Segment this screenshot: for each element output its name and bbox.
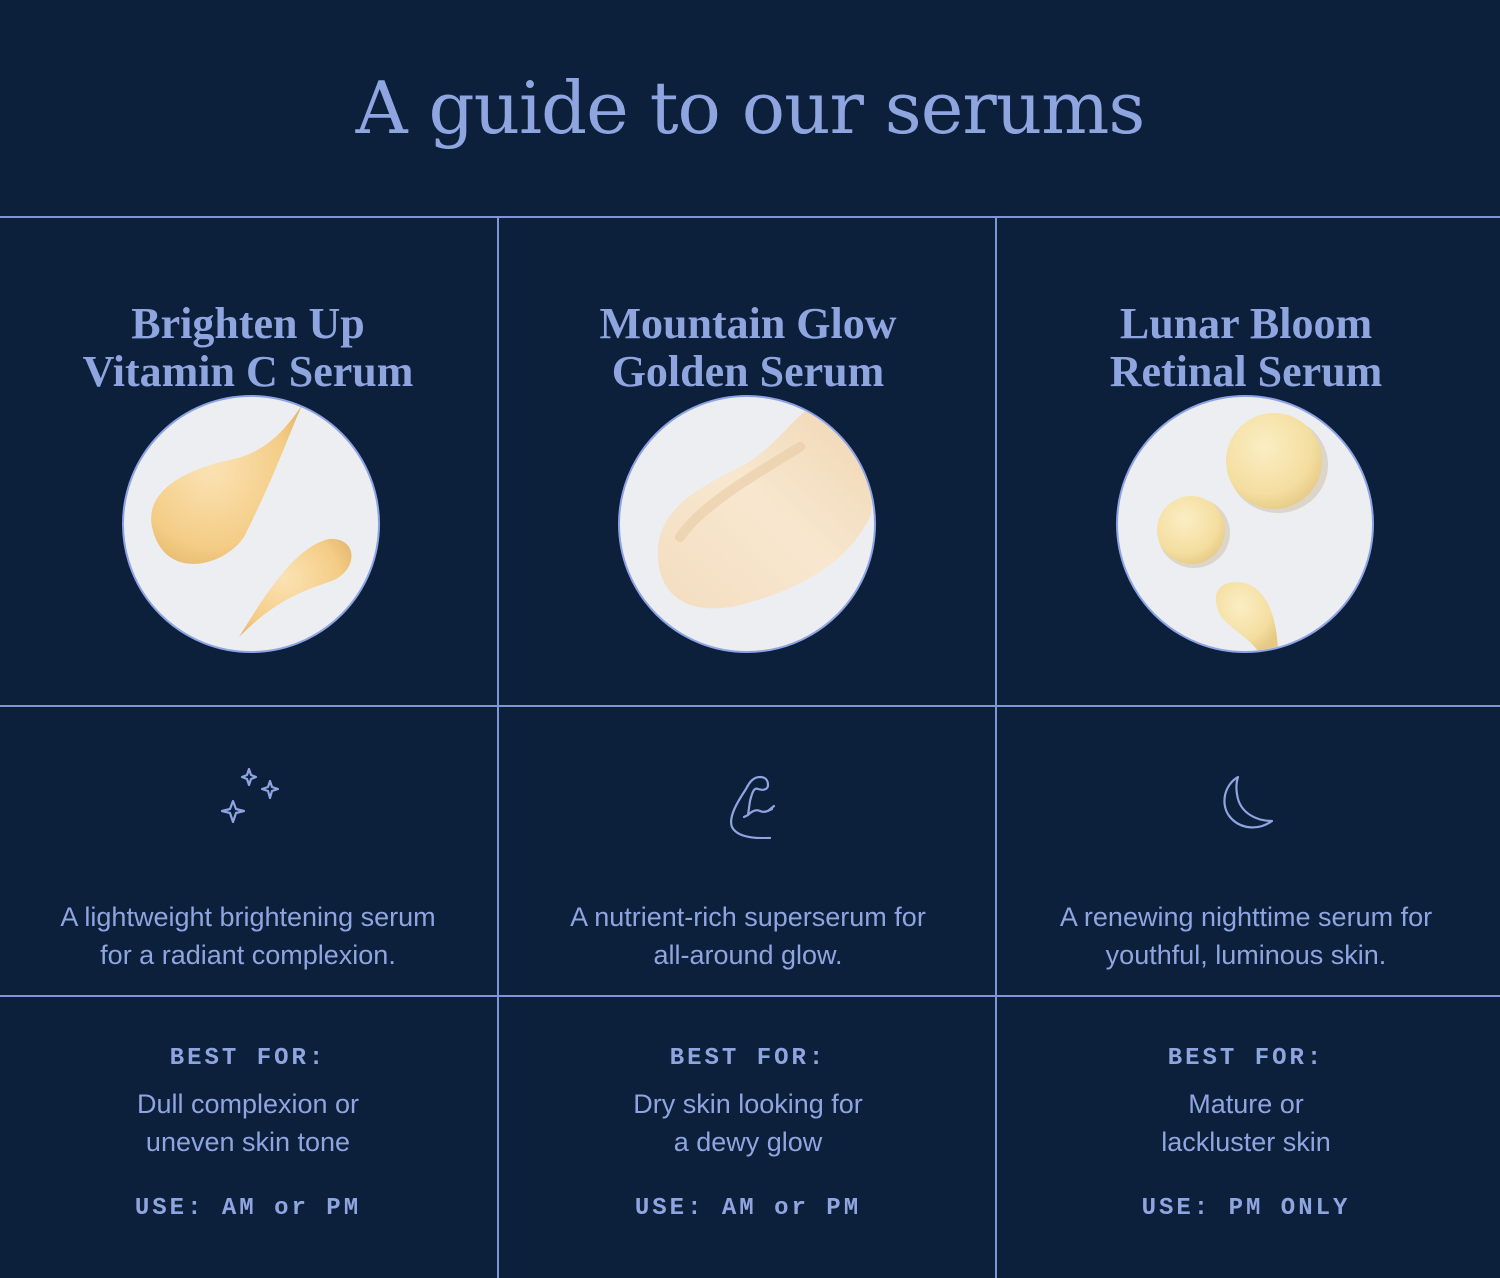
description-line1: A renewing nighttime serum for [1059, 902, 1433, 932]
usage-time: USE: PM ONLY [1141, 1195, 1351, 1222]
description-line1: A nutrient-rich superserum for [570, 902, 926, 932]
best-for-label: BEST FOR: [1167, 1045, 1325, 1072]
serum-description: A renewing nighttime serum for youthful,… [998, 898, 1494, 974]
serum-name: Mountain Glow Golden Serum [500, 298, 996, 396]
grid-divider-left [497, 217, 499, 1278]
serum-texture-image [618, 395, 876, 653]
page-title: A guide to our serums [355, 66, 1146, 150]
usage-time: USE: AM or PM [134, 1195, 362, 1222]
flexed-arm-icon [708, 759, 788, 840]
serum-drop-texture-image [151, 405, 352, 637]
serum-card-mountain-glow: Mountain Glow Golden Serum A nutrient-ri… [500, 219, 996, 1278]
grid-divider-top [0, 216, 1500, 218]
serum-description: A nutrient-rich superserum for all-aroun… [500, 898, 996, 974]
best-for-label: BEST FOR: [669, 1045, 827, 1072]
serum-card-brighten-up: Brighten Up Vitamin C Serum A lightweigh… [0, 219, 496, 1278]
usage-time: USE: AM or PM [634, 1195, 862, 1222]
best-for-line2: lackluster skin [1161, 1127, 1331, 1157]
description-line2: all-around glow. [653, 940, 843, 970]
description-line2: youthful, luminous skin. [1105, 940, 1387, 970]
best-for-value: Dry skin looking for a dewy glow [500, 1085, 996, 1161]
serum-name: Lunar Bloom Retinal Serum [998, 298, 1494, 396]
best-for-label: BEST FOR: [169, 1045, 327, 1072]
grid-divider-middle [0, 705, 1500, 707]
serum-name-line2: Vitamin C Serum [82, 346, 414, 396]
serum-description: A lightweight brightening serum for a ra… [0, 898, 496, 974]
sparkles-icon [208, 759, 288, 839]
best-for-line1: Mature or [1188, 1089, 1304, 1119]
serum-droplets-texture-image [1157, 413, 1328, 651]
serum-texture-image [1116, 395, 1374, 653]
serum-name-line1: Lunar Bloom [1119, 298, 1373, 348]
serum-name-line2: Retinal Serum [1109, 346, 1383, 396]
serum-name-line1: Mountain Glow [599, 298, 897, 348]
serum-card-lunar-bloom: Lunar Bloom Retinal Serum A renewing nig… [998, 219, 1494, 1278]
best-for-value: Mature or lackluster skin [998, 1085, 1494, 1161]
best-for-line1: Dull complexion or [136, 1089, 360, 1119]
serum-name-line2: Golden Serum [611, 346, 885, 396]
serum-name: Brighten Up Vitamin C Serum [0, 298, 496, 396]
best-for-line1: Dry skin looking for [633, 1089, 863, 1119]
description-line1: A lightweight brightening serum [60, 902, 436, 932]
grid-divider-right [995, 217, 997, 1278]
serum-name-line1: Brighten Up [131, 298, 365, 348]
description-line2: for a radiant complexion. [100, 940, 396, 970]
best-for-line2: uneven skin tone [145, 1127, 351, 1157]
serum-smear-texture-image [657, 407, 872, 609]
crescent-moon-icon [1206, 759, 1286, 839]
best-for-value: Dull complexion or uneven skin tone [0, 1085, 496, 1161]
grid-divider-bottom [0, 995, 1500, 997]
serum-texture-image [122, 395, 380, 653]
best-for-line2: a dewy glow [673, 1127, 823, 1157]
